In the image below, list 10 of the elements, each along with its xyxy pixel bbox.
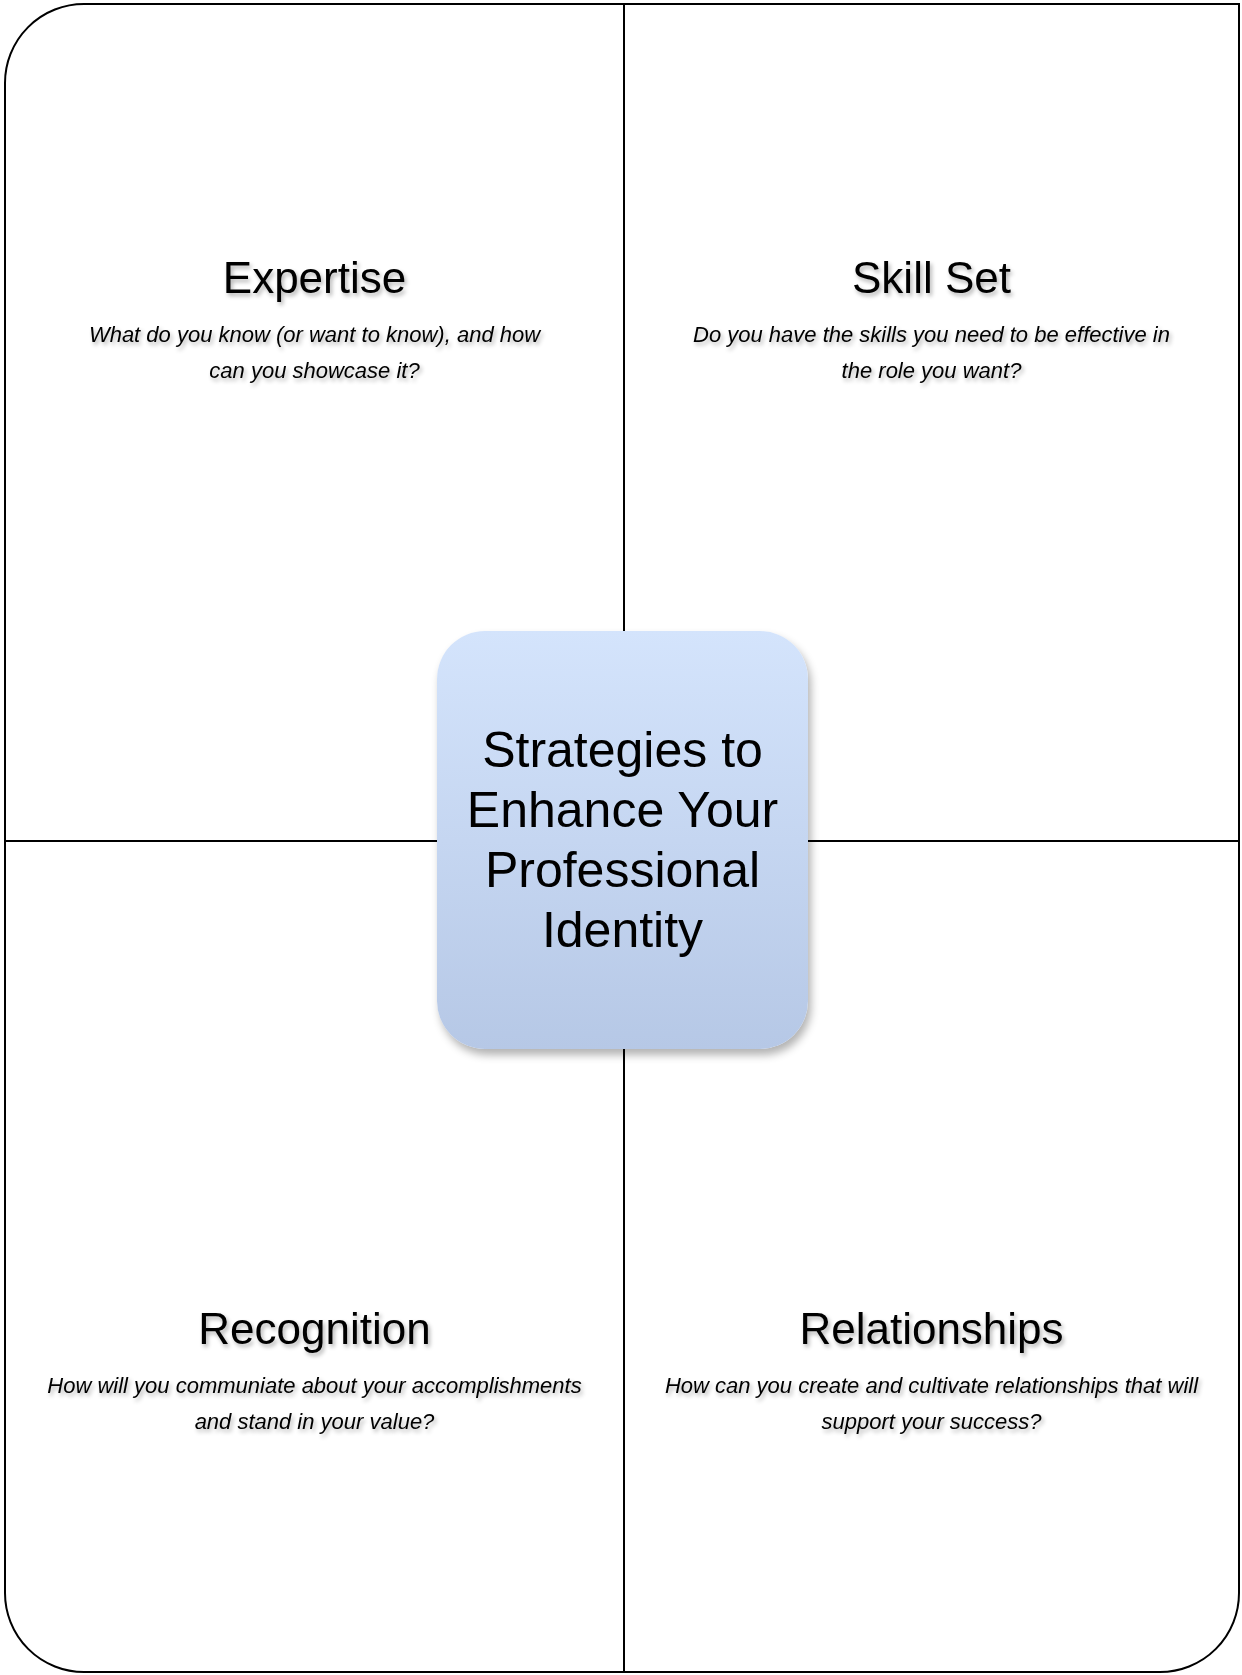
center-title: Strategies to Enhance Your Professional Identity [465, 721, 780, 960]
question-text: Do you have the skills you need to be effective in the role you want? [692, 321, 1171, 385]
quadrant-heading: Recognition [197, 1304, 432, 1354]
question-text: How will you communiate about your accomplishments and stand in your value? [46, 1372, 583, 1436]
question-text: What do you know (or want to know), and how can you showcase it? [87, 321, 542, 385]
quadrant-heading: Relationships [798, 1304, 1065, 1354]
quadrant-heading: Skill Set [851, 253, 1012, 303]
question-text: How can you create and cultivate relationships that will support your success? [663, 1372, 1200, 1436]
quadrant-heading: Expertise [221, 253, 408, 303]
center-box [437, 631, 808, 1049]
